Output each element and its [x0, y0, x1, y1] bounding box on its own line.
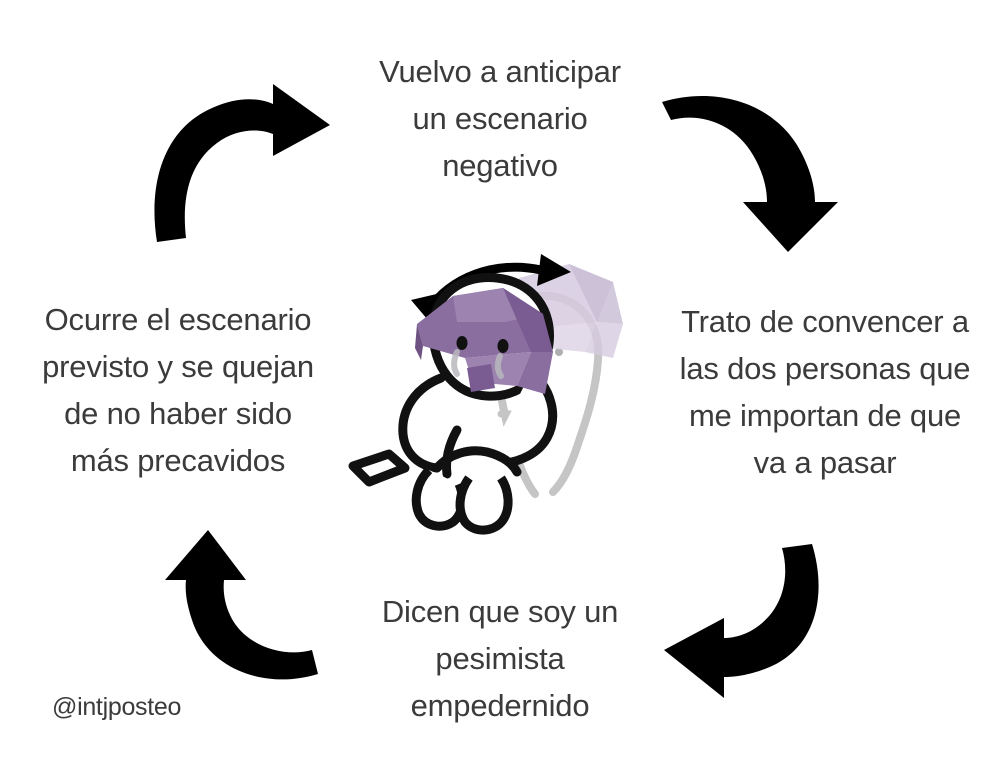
sad-blob-character-illustration: [348, 254, 623, 535]
curved-arrow-down-icon: [662, 96, 838, 253]
main-character: [398, 273, 558, 535]
cycle-step-text-bottom: Dicen que soy un pesimista empedernido: [381, 594, 619, 724]
dropped-phone-icon: [348, 449, 410, 487]
cycle-step-text-left: Ocurre el escenario previsto y se quejan…: [42, 302, 314, 479]
cycle-step-text-top: Vuelvo a anticipar un escenario negativo: [379, 54, 621, 184]
curved-arrow-up-icon: [165, 530, 318, 680]
cycle-step-text-right: Trato de convencer a las dos personas qu…: [679, 304, 971, 481]
left-eye: [456, 336, 468, 350]
curved-arrow-down-left-icon: [664, 544, 819, 698]
open-mouth: [467, 364, 495, 392]
curved-arrow-up-right-icon: [154, 84, 330, 242]
right-eye: [497, 339, 509, 353]
watermark-handle: @intjposteo: [52, 693, 182, 721]
